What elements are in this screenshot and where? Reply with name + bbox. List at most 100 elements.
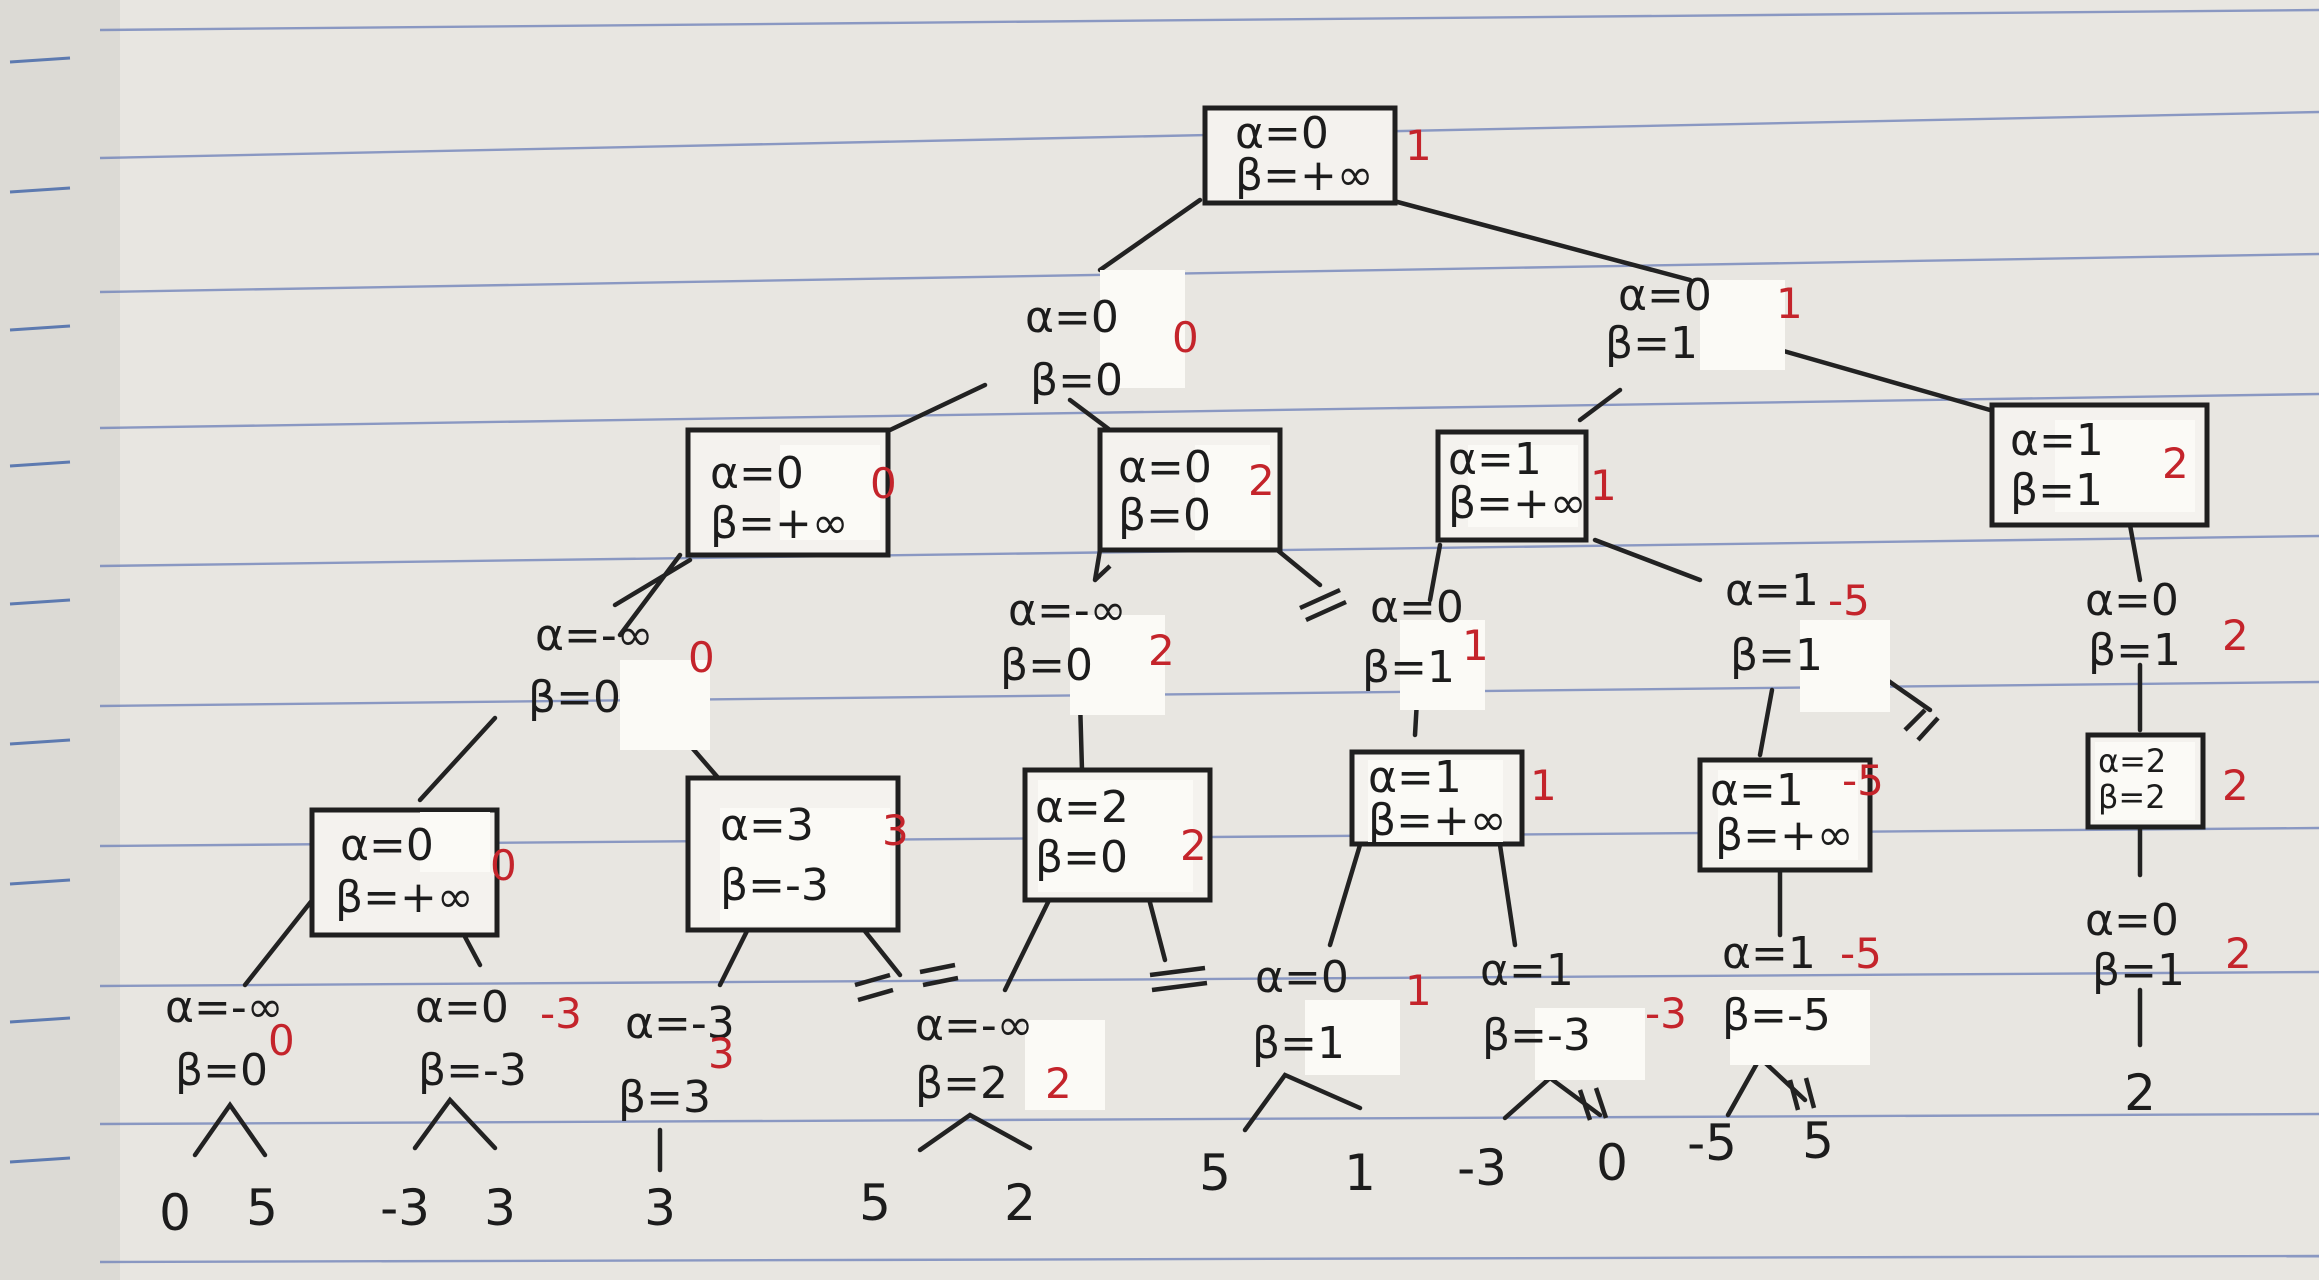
- node-l5-f: α=1 β=-3 -3: [1480, 945, 1687, 1061]
- paper-margin: [0, 0, 120, 1280]
- l4-e-beta: β=+∞: [1715, 810, 1853, 861]
- leaf-values: 0 5 -3 3 3 5 2 5 1 -3 0 -5 5 2: [159, 1064, 2156, 1242]
- l3-a-beta: β=0: [528, 672, 621, 723]
- node-l5-g: α=1 β=-5 -5: [1722, 928, 1882, 1041]
- leaf-value: 5: [246, 1179, 278, 1237]
- leaf-value: 5: [859, 1174, 891, 1232]
- l1-left-alpha: α=0: [1025, 292, 1119, 343]
- l5-c-beta: β=3: [618, 1072, 711, 1123]
- l3-d-alpha: α=1: [1725, 565, 1819, 616]
- l5-d-value: 2: [1045, 1059, 1072, 1108]
- pruning-marks: [854, 564, 1940, 1121]
- l4-c-beta: β=0: [1035, 832, 1128, 883]
- l5-d-alpha: α=-∞: [915, 1000, 1033, 1051]
- l4-b-value: 3: [882, 806, 909, 855]
- l5-d-beta: β=2: [915, 1058, 1008, 1109]
- l4-b-beta: β=-3: [720, 860, 829, 911]
- node-l1-right: α=0 β=1 1: [1605, 270, 1803, 369]
- node-l4-b: α=3 β=-3 3: [720, 800, 909, 911]
- l2-b-value: 2: [1248, 456, 1275, 505]
- l2-b-beta: β=0: [1118, 490, 1211, 541]
- l5-g-value: -5: [1840, 929, 1882, 978]
- l1-right-beta: β=1: [1605, 318, 1698, 369]
- l2-d-beta: β=1: [2010, 465, 2103, 516]
- l3-a-alpha: α=-∞: [535, 610, 653, 661]
- l4-f-value: 2: [2222, 761, 2249, 810]
- l1-left-value: 0: [1172, 313, 1199, 362]
- l5-f-alpha: α=1: [1480, 945, 1574, 996]
- leaf-value: -5: [1687, 1114, 1737, 1172]
- leaf-value: -3: [380, 1179, 430, 1237]
- node-l3-b: α=-∞ β=0 2: [1000, 585, 1175, 691]
- l3-b-beta: β=0: [1000, 640, 1093, 691]
- l4-a-beta: β=+∞: [335, 872, 473, 923]
- l5-h-value: 2: [2225, 929, 2252, 978]
- l3-e-beta: β=1: [2088, 625, 2181, 676]
- root-box: [1202, 105, 1398, 206]
- node-root: α=0 β=+∞ 1: [1235, 108, 1432, 201]
- root-alpha: α=0: [1235, 108, 1329, 159]
- node-l3-c: α=0 β=1 1: [1362, 582, 1489, 693]
- l5-b-beta: β=-3: [418, 1045, 527, 1096]
- l4-c-value: 2: [1180, 821, 1207, 870]
- l3-b-value: 2: [1148, 626, 1175, 675]
- node-l2-c: α=1 β=+∞ 1: [1448, 434, 1617, 529]
- l5-e-alpha: α=0: [1255, 952, 1349, 1003]
- node-l2-d: α=1 β=1 2: [2010, 415, 2189, 516]
- l5-g-beta: β=-5: [1722, 990, 1831, 1041]
- l5-a-alpha: α=-∞: [165, 982, 283, 1033]
- l2-b-alpha: α=0: [1118, 442, 1212, 493]
- node-l4-d: α=1 β=+∞ 1: [1368, 752, 1557, 846]
- leaf-value: 2: [2124, 1064, 2156, 1122]
- node-l4-f: α=2 β=2 2: [2098, 742, 2249, 816]
- l4-f-alpha: α=2: [2098, 742, 2166, 780]
- node-l1-left: α=0 β=0 0: [1025, 292, 1199, 406]
- l5-g-alpha: α=1: [1722, 928, 1816, 979]
- l1-left-beta: β=0: [1030, 355, 1123, 406]
- l3-d-value: -5: [1828, 576, 1870, 625]
- l2-a-alpha: α=0: [710, 448, 804, 499]
- leaf-value: 5: [1802, 1112, 1834, 1170]
- tree-edges: [192, 197, 2143, 1173]
- node-l5-h: α=0 β=1 2: [2085, 895, 2252, 996]
- l5-h-alpha: α=0: [2085, 895, 2179, 946]
- leaf-value: 0: [159, 1184, 191, 1242]
- l4-c-alpha: α=2: [1035, 782, 1129, 833]
- l5-c-alpha: α=-3: [625, 998, 735, 1049]
- l4-a-value: 0: [490, 841, 517, 890]
- l5-f-beta: β=-3: [1482, 1010, 1591, 1061]
- l3-e-alpha: α=0: [2085, 575, 2179, 626]
- l2-c-alpha: α=1: [1448, 434, 1542, 485]
- l1-right-alpha: α=0: [1618, 270, 1712, 321]
- l5-e-beta: β=1: [1252, 1018, 1345, 1069]
- leaf-value: 0: [1596, 1134, 1628, 1192]
- l5-b-alpha: α=0: [415, 982, 509, 1033]
- l4-f-beta: β=2: [2098, 778, 2166, 816]
- l4-d-alpha: α=1: [1368, 752, 1462, 803]
- l2-a-beta: β=+∞: [710, 498, 848, 549]
- l5-f-value: -3: [1645, 989, 1687, 1038]
- l3-b-alpha: α=-∞: [1008, 585, 1126, 636]
- root-value: 1: [1405, 121, 1432, 170]
- l3-d-beta: β=1: [1730, 630, 1823, 681]
- l5-a-beta: β=0: [175, 1045, 268, 1096]
- leaf-value: 5: [1199, 1144, 1231, 1202]
- node-l5-b: α=0 β=-3 -3: [415, 982, 582, 1096]
- leaf-value: 1: [1344, 1144, 1376, 1202]
- l4-a-alpha: α=0: [340, 820, 434, 871]
- root-beta: β=+∞: [1235, 150, 1373, 201]
- l4-d-value: 1: [1530, 761, 1557, 810]
- leaf-value: -3: [1457, 1139, 1507, 1197]
- node-l2-b: α=0 β=0 2: [1118, 442, 1275, 541]
- node-l5-c: α=-3 β=3 3: [618, 998, 735, 1123]
- l3-a-value: 0: [688, 633, 715, 682]
- node-l4-e: α=1 β=+∞ -5: [1710, 756, 1884, 861]
- l3-c-alpha: α=0: [1370, 582, 1464, 633]
- l5-c-value: 3: [708, 1029, 735, 1078]
- node-l3-e: α=0 β=1 2: [2085, 575, 2249, 676]
- node-l3-d: α=1 β=1 -5: [1725, 565, 1870, 681]
- node-l5-e: α=0 β=1 1: [1252, 952, 1432, 1069]
- node-l4-c: α=2 β=0 2: [1035, 782, 1207, 883]
- l4-d-beta: β=+∞: [1368, 795, 1506, 846]
- correction-patches: [420, 270, 2195, 1110]
